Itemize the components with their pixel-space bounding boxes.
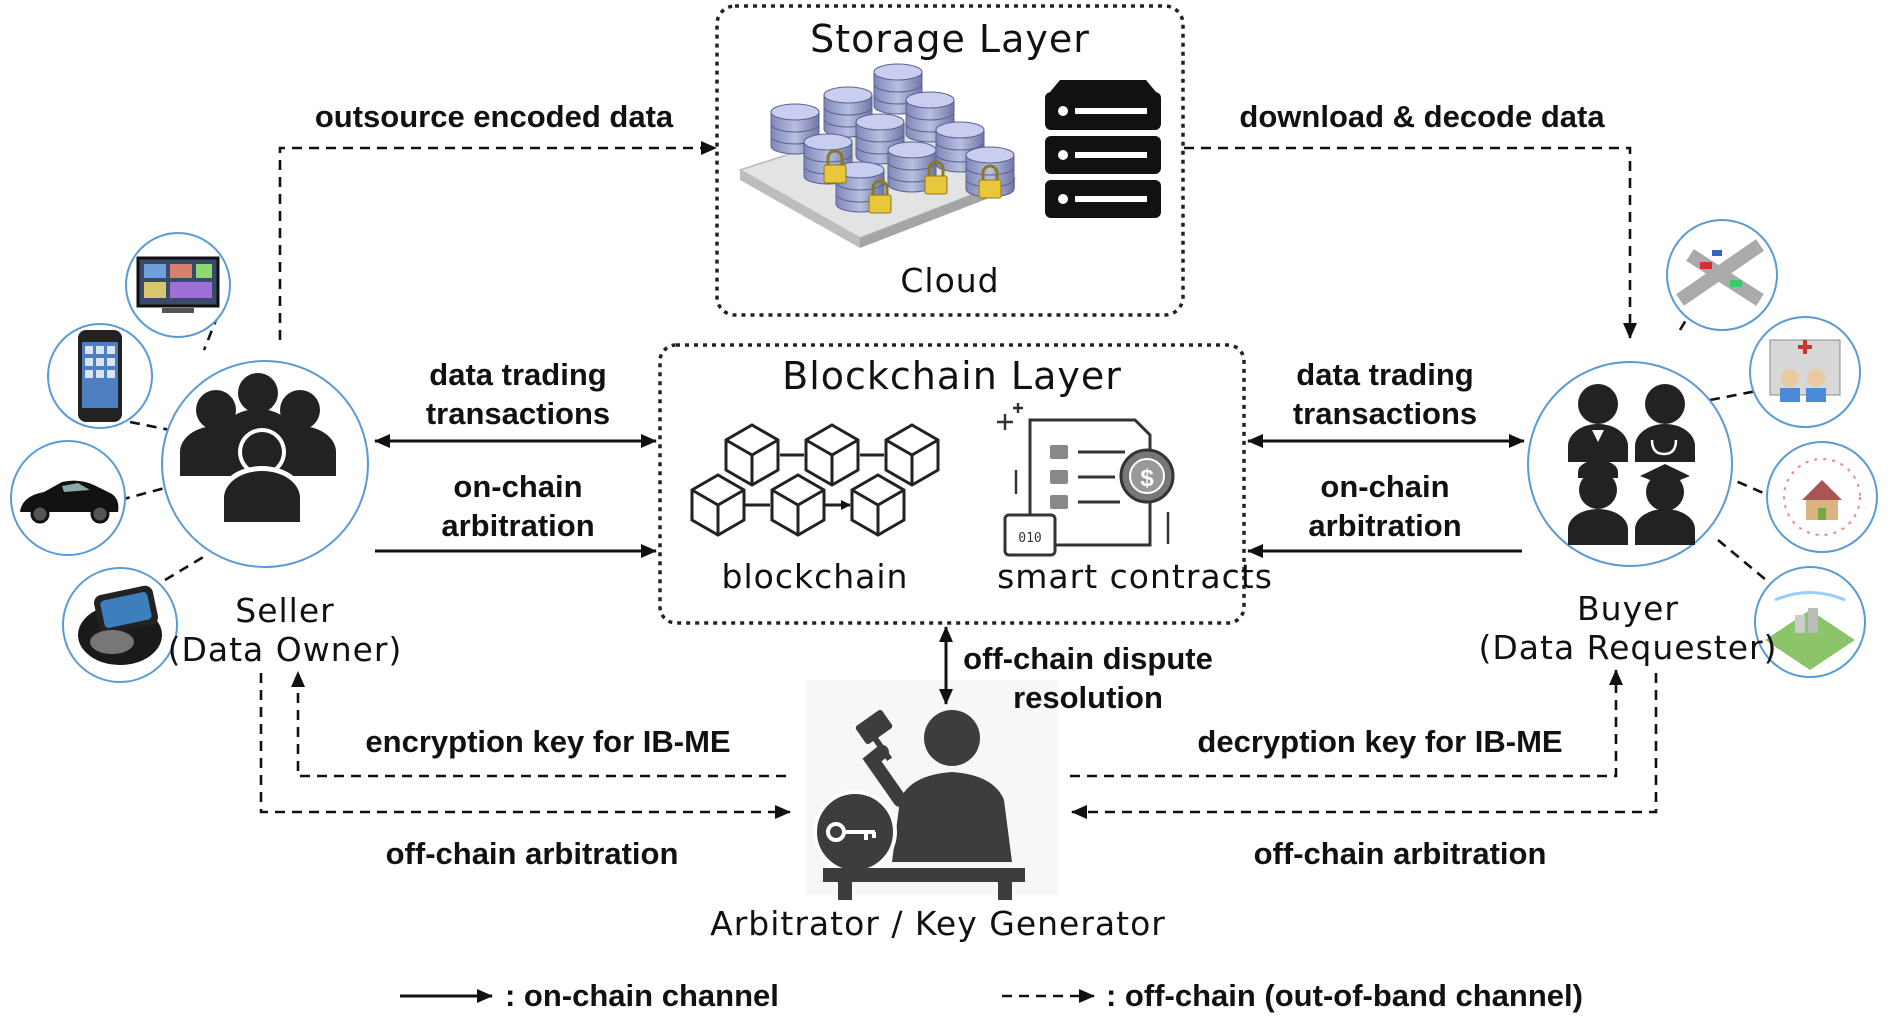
buyer-node: Buyer (Data Requester) bbox=[1479, 361, 1778, 667]
arb-right-label-2: arbitration bbox=[1308, 508, 1461, 543]
svg-text:$: $ bbox=[1140, 465, 1154, 492]
blockchain-layer-box: Blockchain Layer blockchain $ 010 smart … bbox=[658, 343, 1273, 625]
encryption-key-label: encryption key for IB-ME bbox=[365, 724, 730, 759]
arb-left-label-1: on-chain bbox=[453, 469, 582, 504]
seller-device-circles bbox=[10, 232, 231, 683]
encryption-key-arrow bbox=[291, 671, 786, 778]
buyer-label: Buyer bbox=[1577, 589, 1679, 628]
traffic-icon bbox=[1666, 219, 1778, 331]
dispute-label-1: off-chain dispute bbox=[963, 641, 1213, 676]
outsource-label: outsource encoded data bbox=[315, 99, 674, 134]
decryption-key-arrow bbox=[1070, 669, 1623, 778]
blockchain-layer-title: Blockchain Layer bbox=[782, 354, 1122, 398]
trading-left-label-2: transactions bbox=[426, 396, 610, 431]
seller-label: Seller bbox=[235, 591, 334, 630]
smart-contracts-caption: smart contracts bbox=[997, 557, 1273, 596]
outsource-arrow bbox=[278, 141, 717, 340]
cloud-caption: Cloud bbox=[900, 261, 999, 300]
blockchain-icon bbox=[690, 423, 940, 537]
arb-left-label-2: arbitration bbox=[441, 508, 594, 543]
blockchain-caption: blockchain bbox=[722, 557, 909, 596]
smart-home-icon bbox=[1766, 441, 1878, 553]
dispute-label-2: resolution bbox=[1013, 680, 1163, 715]
smartwatch-icon bbox=[62, 567, 178, 683]
offchain-arb-arrow-left bbox=[259, 673, 791, 819]
car-icon bbox=[10, 440, 126, 556]
buyer-group-icon bbox=[1568, 384, 1695, 545]
server-icon bbox=[1045, 80, 1161, 218]
offchain-arb-arrow-right bbox=[1071, 673, 1658, 819]
buyer-sublabel: (Data Requester) bbox=[1479, 628, 1778, 667]
arb-right-label-1: on-chain bbox=[1320, 469, 1449, 504]
smart-contract-icon: $ 010 bbox=[997, 403, 1175, 557]
hospital-icon bbox=[1749, 316, 1861, 428]
cloud-database-icon bbox=[738, 63, 1017, 248]
legend: : on-chain channel : off-chain (out-of-b… bbox=[400, 978, 1583, 1013]
download-label: download & decode data bbox=[1239, 99, 1605, 134]
offchain-arb-right-label: off-chain arbitration bbox=[1254, 836, 1547, 871]
decryption-key-label: decryption key for IB-ME bbox=[1197, 724, 1562, 759]
arbitrator-node: Arbitrator / Key Generator bbox=[710, 680, 1166, 943]
buyer-device-circles bbox=[1666, 219, 1878, 678]
offchain-arb-left-label: off-chain arbitration bbox=[386, 836, 679, 871]
trading-right-label-1: data trading bbox=[1296, 357, 1473, 392]
seller-node: Seller (Data Owner) bbox=[161, 360, 403, 669]
storage-layer-box: Storage Layer bbox=[715, 4, 1185, 317]
svg-text:010: 010 bbox=[1018, 531, 1041, 546]
seller-sublabel: (Data Owner) bbox=[168, 630, 403, 669]
legend-on-chain-label: : on-chain channel bbox=[505, 978, 779, 1013]
smartphone-icon bbox=[47, 323, 153, 429]
tv-icon bbox=[125, 232, 231, 338]
trading-left-label-1: data trading bbox=[429, 357, 606, 392]
seller-group-icon bbox=[180, 373, 336, 522]
arbitrator-icon bbox=[813, 709, 1025, 900]
smart-city-icon bbox=[1754, 566, 1866, 678]
download-arrow bbox=[1184, 146, 1637, 339]
arbitrator-label: Arbitrator / Key Generator bbox=[710, 904, 1166, 943]
legend-off-chain-label: : off-chain (out-of-band channel) bbox=[1106, 978, 1583, 1013]
storage-layer-title: Storage Layer bbox=[810, 17, 1090, 61]
trading-right-label-2: transactions bbox=[1293, 396, 1477, 431]
